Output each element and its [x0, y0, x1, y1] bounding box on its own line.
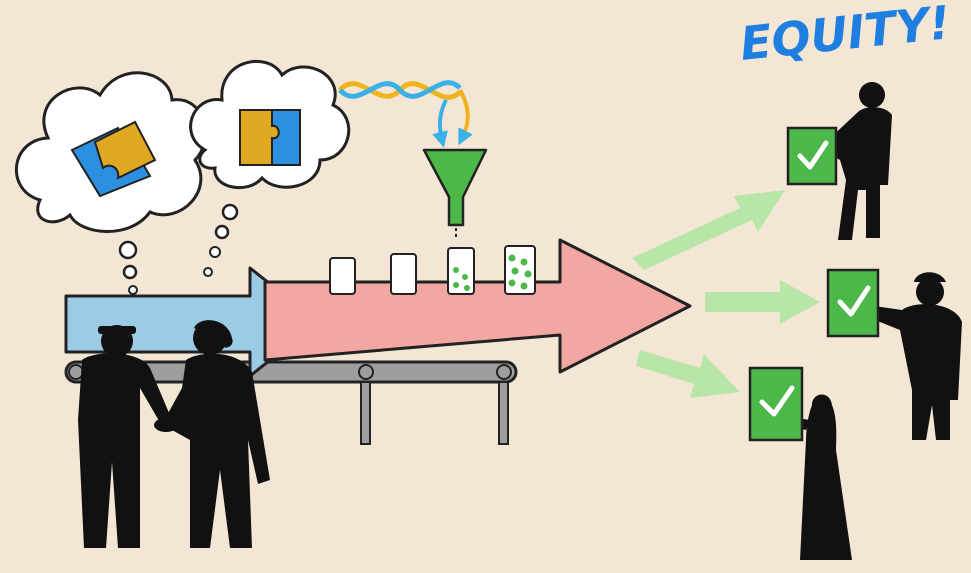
thought-cloud-icon [189, 59, 351, 277]
equity-heading: EQUITY! [738, 0, 953, 71]
person-silhouette-icon [870, 272, 962, 440]
check-card-icon [786, 126, 838, 186]
puzzle-piece-icon [239, 109, 301, 166]
green-arrow-down [636, 350, 740, 398]
check-card-icon [826, 268, 880, 338]
vial-icon [447, 247, 475, 295]
green-arrow-middle [705, 280, 820, 324]
check-card-icon [748, 366, 804, 442]
funnel-icon [422, 148, 488, 240]
person-silhouette-icon [822, 82, 892, 240]
green-arrow-up [632, 190, 785, 270]
pink-arrow [263, 238, 692, 374]
puzzle-piece-icon [70, 120, 157, 198]
vial-icon [329, 257, 356, 295]
vial-icon [390, 253, 417, 295]
conveyor-belt [64, 360, 518, 445]
vial-icon [504, 245, 536, 295]
handshake-icon [78, 320, 270, 548]
dna-helix-icon [338, 80, 473, 148]
